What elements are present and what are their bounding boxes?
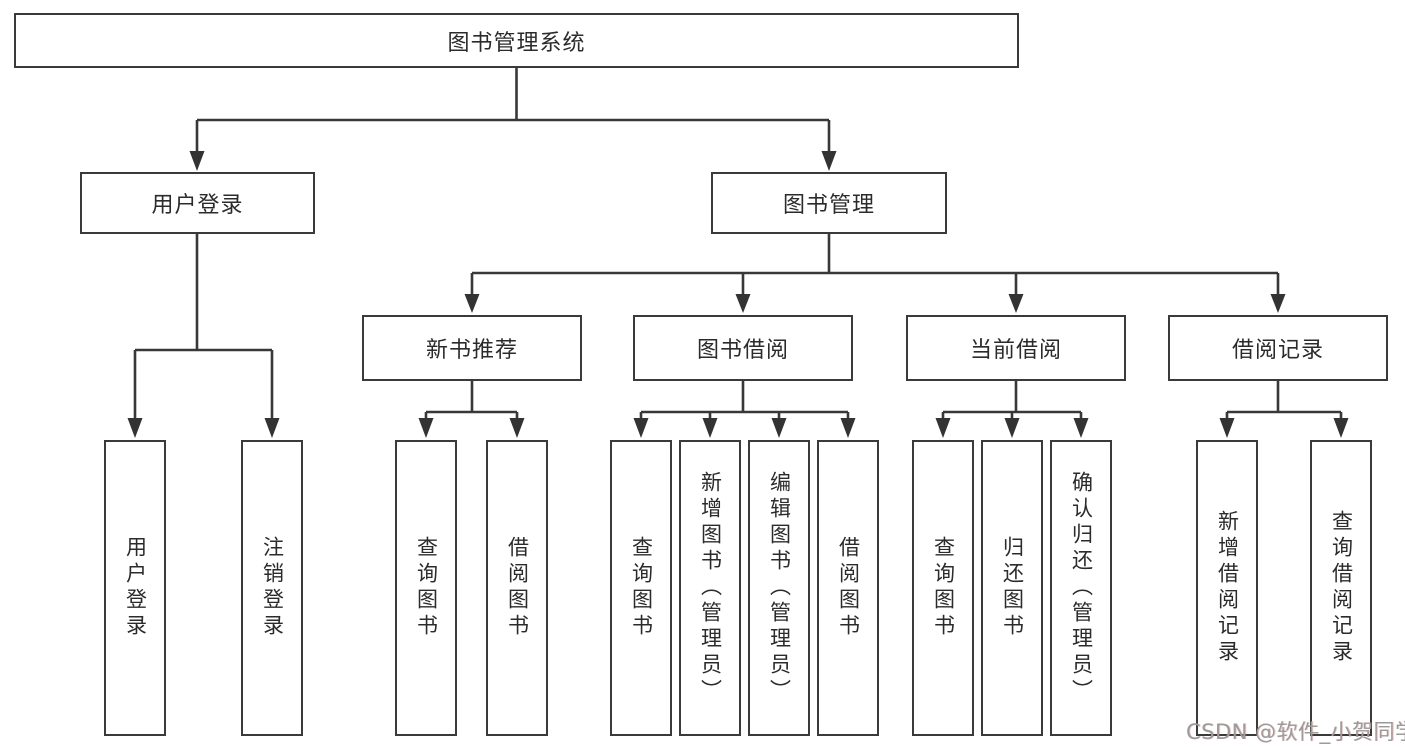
node-user-login: 用户登录: [80, 172, 315, 234]
leaf-logout-label: 注销登录: [260, 536, 285, 640]
edge-current-borrow-to-leaves: [941, 381, 1083, 420]
arrowhead: [189, 151, 205, 171]
leaf-query-books-newbooks: 查询图书: [395, 440, 457, 736]
arrowhead: [935, 418, 951, 438]
leaf-borrow-books-newbooks-label: 借阅图书: [505, 536, 530, 640]
arrowhead: [1008, 294, 1024, 313]
leaf-edit-book-admin: 编辑图书（管理员）: [748, 440, 810, 736]
edge-book-mgmt-to-level3: [470, 234, 1280, 296]
node-book-borrow-label: 图书借阅: [696, 338, 789, 363]
leaf-add-borrow-record-label: 新增借阅记录: [1215, 510, 1240, 666]
leaf-add-borrow-record: 新增借阅记录: [1196, 440, 1258, 736]
leaf-user-login-label: 用户登录: [123, 536, 148, 640]
arrowhead: [127, 418, 143, 438]
arrowhead: [633, 418, 649, 438]
edge-user-login-to-leaves: [133, 234, 274, 420]
node-borrow-records-label: 借阅记录: [1231, 338, 1324, 363]
arrowhead: [702, 418, 718, 438]
node-new-books: 新书推荐: [362, 315, 582, 381]
edge-borrow-records-to-leaves: [1225, 381, 1343, 420]
leaf-query-books-current: 查询图书: [912, 440, 974, 736]
leaf-query-borrow-record-label: 查询借阅记录: [1329, 510, 1354, 666]
leaf-query-books-borrow-label: 查询图书: [629, 536, 654, 640]
arrowhead: [1004, 418, 1020, 438]
arrowhead: [509, 418, 525, 438]
leaf-query-books-borrow: 查询图书: [610, 440, 672, 736]
leaf-edit-book-admin-label: 编辑图书（管理员）: [767, 471, 792, 705]
node-current-borrow-label: 当前借阅: [969, 338, 1062, 363]
edge-book-borrow-to-leaves: [639, 381, 850, 420]
leaf-add-book-admin-label: 新增图书（管理员）: [698, 471, 723, 705]
arrowhead: [418, 418, 434, 438]
arrowhead: [821, 151, 837, 171]
leaf-query-books-newbooks-label: 查询图书: [414, 536, 439, 640]
node-root: 图书管理系统: [14, 13, 1019, 68]
leaf-borrow-books-newbooks: 借阅图书: [486, 440, 548, 736]
csdn-watermark: CSDN @软件_小贺同学: [1186, 720, 1405, 744]
leaf-logout: 注销登录: [241, 440, 303, 736]
arrowhead: [771, 418, 787, 438]
leaf-query-borrow-record: 查询借阅记录: [1310, 440, 1372, 736]
leaf-borrow-books: 借阅图书: [817, 440, 879, 736]
arrowhead: [464, 294, 480, 313]
leaf-add-book-admin: 新增图书（管理员）: [679, 440, 741, 736]
node-user-login-label: 用户登录: [151, 193, 244, 218]
node-new-books-label: 新书推荐: [425, 338, 518, 363]
arrowhead: [1333, 418, 1349, 438]
node-borrow-records: 借阅记录: [1168, 315, 1388, 381]
leaf-query-books-current-label: 查询图书: [931, 536, 956, 640]
node-book-borrow: 图书借阅: [633, 315, 853, 381]
leaf-confirm-return-admin: 确认归还（管理员）: [1050, 440, 1112, 736]
node-root-label: 图书管理系统: [447, 30, 586, 56]
leaf-return-book: 归还图书: [981, 440, 1043, 736]
leaf-confirm-return-admin-label: 确认归还（管理员）: [1069, 471, 1094, 705]
node-book-mgmt: 图书管理: [711, 172, 947, 234]
node-book-mgmt-label: 图书管理: [782, 193, 875, 218]
edge-new-books-to-leaves: [424, 381, 519, 420]
arrowhead: [840, 418, 856, 438]
arrowhead: [1270, 294, 1286, 313]
arrowhead: [735, 294, 751, 313]
leaf-return-book-label: 归还图书: [1000, 536, 1025, 640]
node-current-borrow: 当前借阅: [906, 315, 1126, 381]
arrowhead: [264, 418, 280, 438]
edge-root-to-level2: [195, 68, 831, 153]
arrowhead: [1219, 418, 1235, 438]
leaf-user-login: 用户登录: [104, 440, 166, 736]
leaf-borrow-books-label: 借阅图书: [836, 536, 861, 640]
arrowhead: [1073, 418, 1089, 438]
